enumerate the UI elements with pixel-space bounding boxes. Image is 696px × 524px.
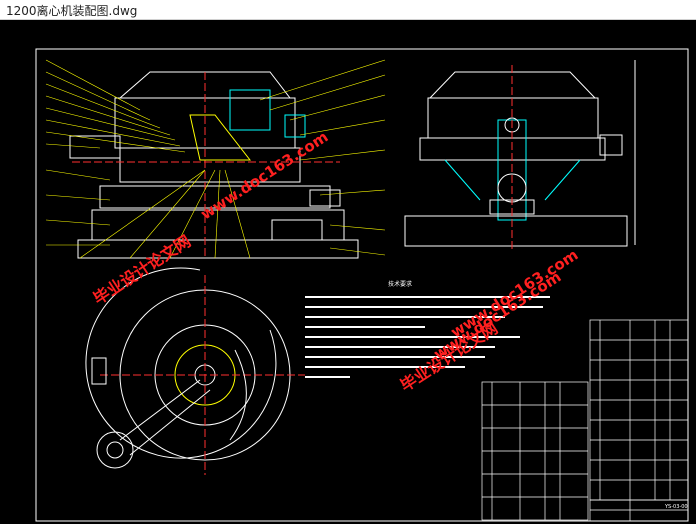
plan-view	[85, 267, 305, 475]
side-view	[404, 60, 636, 250]
drawing-number: YS-03-00	[664, 504, 688, 510]
watermark-url-upper: www.doc163.com	[197, 128, 331, 224]
window-title: 1200离心机装配图.dwg	[6, 4, 138, 18]
drawing-canvas[interactable]: 技术要求	[0, 20, 696, 524]
watermarks: www.doc163.com 毕业设计论文网 毕业设计论文网 www.doc16…	[90, 128, 582, 396]
window-title-bar: 1200离心机装配图.dwg	[0, 0, 696, 20]
cad-drawing: 技术要求	[35, 48, 689, 522]
technical-requirements: 技术要求	[305, 280, 550, 378]
tech-requirements-title: 技术要求	[388, 280, 412, 288]
drawing-frame	[35, 48, 689, 522]
watermark-url-lower: www.doc163.com	[447, 246, 581, 342]
parts-list-table	[481, 319, 689, 521]
watermark-text-top: 毕业设计论文网	[90, 231, 194, 308]
title-block: YS-03-00	[589, 499, 689, 522]
front-section-view	[69, 71, 359, 259]
front-view-leader-lines	[45, 59, 386, 259]
